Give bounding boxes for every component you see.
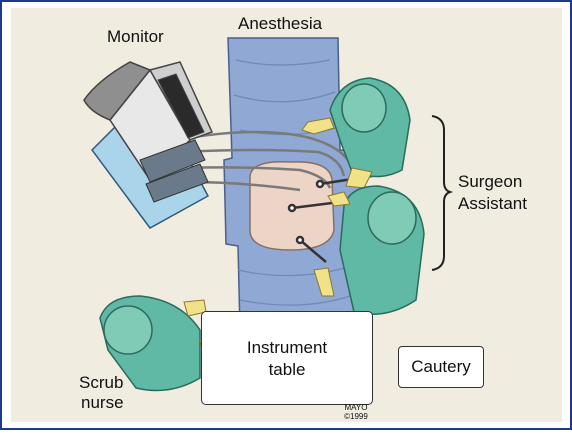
- instrument-table: Instrument table: [201, 311, 373, 405]
- monitor-label: Monitor: [107, 27, 164, 47]
- mayo-label: MAYO: [341, 403, 371, 412]
- instrument-table-label-line2: table: [202, 360, 372, 380]
- cautery-label: Cautery: [399, 357, 483, 377]
- surgeon-label: Surgeon: [458, 172, 522, 192]
- assistant-label: Assistant: [458, 194, 527, 214]
- copyright-year: ©1999: [341, 412, 371, 421]
- mayo-copyright: MAYO ©1999: [341, 403, 371, 421]
- anesthesia-label: Anesthesia: [238, 14, 322, 34]
- scrub-nurse-label-line1: Scrub: [79, 373, 123, 393]
- instrument-table-label-line1: Instrument: [202, 338, 372, 358]
- cautery-unit: Cautery: [398, 346, 484, 388]
- scrub-nurse-label-line2: nurse: [81, 393, 124, 413]
